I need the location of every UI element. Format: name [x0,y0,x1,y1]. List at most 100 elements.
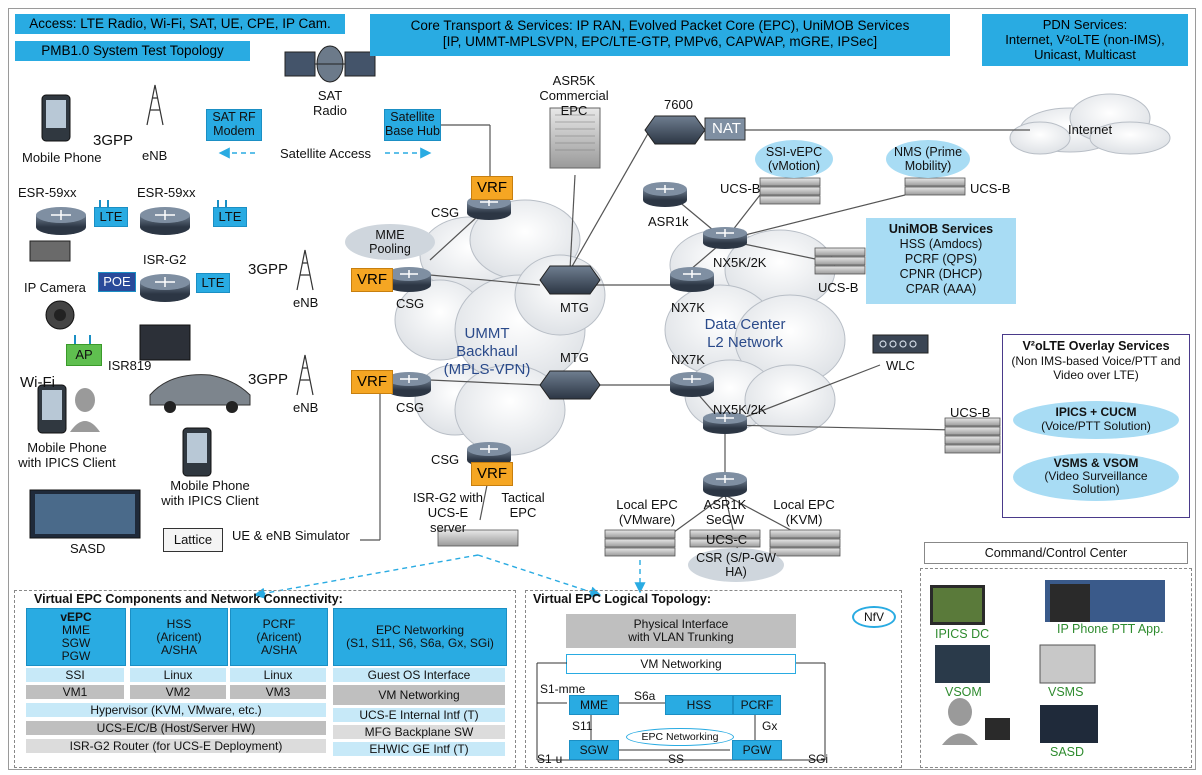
vm3-cell: VM3 [230,685,326,699]
server-racks [437,177,1001,557]
mobile-phone-label: Mobile Phone [22,150,102,165]
pdn-banner: PDN Services: Internet, V²oLTE (non-IMS)… [982,14,1188,66]
epc-networking-oval: EPC Networking [626,728,734,746]
linux-cell-1: Linux [130,668,226,682]
vepc-components-panel [14,590,516,768]
lte-box-3: LTE [196,273,230,293]
ap-box: AP [66,344,102,366]
unimob-item: PCRF (QPS) [904,252,978,266]
logical-hss: HSS [665,695,733,715]
csg-label-2: CSG [396,296,425,311]
ipics-ellipse: IPICS + CUCM (Voice/PTT Solution) [1013,401,1179,439]
lte-box-1: LTE [94,207,128,227]
nfv-badge: NfV [852,606,896,628]
gx-label: Gx [762,719,778,733]
nx7k-label-1: NX7K [671,300,705,315]
command-center-title: Command/Control Center [924,542,1188,564]
satellite-icon [284,45,376,83]
sat-radio-label: SAT Radio [313,88,347,118]
ucs-b-label-4: UCS-B [950,405,991,420]
physical-interface-cell: Physical Interface with VLAN Trunking [566,614,796,648]
hss-line: (Aricent) [156,629,202,644]
r7600-label: 7600 [664,97,693,112]
mtg-label-2: MTG [560,350,589,365]
epc-networking-cell: EPC Networking (S1, S11, S6, S6a, Gx, SG… [333,608,507,666]
nms-label: NMS (Prime Mobility) [893,145,963,173]
csr-label: CSR (S/P-GW HA) [696,551,776,579]
satellite-base-hub-box: Satellite Base Hub [384,109,441,141]
vepc-line: PGW [61,649,91,663]
vrf-box-3: VRF [351,370,393,394]
nx5k2k-label-2: NX5K/2K [713,402,767,417]
isr-router-cell: ISR-G2 Router (for UCS-E Deployment) [26,739,326,753]
ucs-b-label-3: UCS-B [818,280,859,295]
ehwic-cell: EHWIC GE Intf (T) [333,742,505,756]
s11-label: S11 [572,719,593,733]
ip-phone-label: IP Phone PTT App. [1057,622,1164,636]
ucse-internal-cell: UCS-E Internal Intf (T) [333,708,505,722]
unimob-item: HSS (Amdocs) [899,237,983,251]
data-center-label: Data Center L2 Network [704,316,786,351]
data-center-cloud [664,229,846,436]
ssi-vepc-label: SSI-vEPC (vMotion) [765,145,823,173]
vm2-cell: VM2 [130,685,226,699]
vm-networking-cell: VM Networking [333,685,505,705]
vsms-cmd-label: VSMS [1048,685,1084,699]
esr-label-2: ESR-59xx [137,185,196,200]
ucse-host-cell: UCS-E/C/B (Host/Server HW) [26,721,326,735]
pmb-banner: PMB1.0 System Test Topology [15,41,250,61]
logical-pgw: PGW [732,740,782,760]
sasd-label: SASD [70,541,106,556]
nms-ellipse: NMS (Prime Mobility) [886,140,970,178]
v2olte-panel: V²oLTE Overlay Services (Non IMS-based V… [1002,334,1190,518]
asr5k-label: ASR5K Commercial EPC [539,73,609,118]
asr1k-label: ASR1k [648,214,689,229]
command-center-thumbs [930,580,1165,745]
logical-topology-panel [525,590,902,768]
sgi-label: SGi [808,752,829,766]
ummt-backhaul-cloud [394,199,606,456]
vepc-cell: vEPC MME SGW PGW [26,608,126,666]
core-banner: Core Transport & Services: IP RAN, Evolv… [370,14,950,56]
threegpp-label-1: 3GPP [93,132,134,149]
ipics-label: IPICS + CUCM [1055,405,1137,419]
s1u-label: S1-u [537,752,563,766]
unimob-box: UniMOB Services HSS (Amdocs) PCRF (QPS) … [866,218,1016,304]
diagram-frame [8,8,1196,770]
isr-g2-ucse-label: ISR-G2 with UCS-E server [412,490,484,535]
core-banner-line2: [IP, UMMT-MPLSVPN, EPC/LTE-GTP, PMPv6, C… [442,34,878,49]
epc-net-line: EPC Networking [375,623,465,637]
vrf-box-1: VRF [471,176,513,200]
vsms-sub: (Video Surveillance Solution) [1044,469,1148,496]
vsom-label: VSOM [945,685,982,699]
unimob-item: CPNR (DHCP) [899,267,983,281]
enb-label-1: eNB [142,148,168,163]
vrf-box-4: VRF [471,462,513,486]
vepc-line: SGW [61,636,91,650]
vepc-line: MME [62,623,90,637]
mobile-phone-ipics-label-1: Mobile Phone with IPICS Client [18,440,116,470]
asr5k-chassis [549,107,601,169]
csg-label-1: CSG [431,205,460,220]
pdn-banner-line3: Unicast, Multicast [1034,47,1136,62]
epc-net-line: (S1, S11, S6, S6a, Gx, SGi) [346,636,494,650]
vepc-panel-title: Virtual EPC Components and Network Conne… [34,592,343,606]
threegpp-label-3: 3GPP [248,371,289,388]
mtg-label-1: MTG [560,300,589,315]
ssi-vepc-ellipse: SSI-vEPC (vMotion) [755,140,833,178]
vsms-label: VSMS & VSOM [1053,456,1139,470]
vepc-line: vEPC [60,610,92,624]
wifi-label: Wi-Fi [20,374,55,391]
core-banner-line1: Core Transport & Services: IP RAN, Evolv… [410,18,910,33]
local-epc-vmware-label: Local EPC (VMware) [616,497,678,527]
ss-label: SS [668,752,685,766]
mobile-phone-ipics-label-2: Mobile Phone with IPICS Client [161,478,259,508]
satellite-access-label: Satellite Access [280,146,372,161]
internet-label: Internet [1068,122,1113,137]
lattice-box: Lattice [163,528,223,552]
mme-pooling-ellipse: MME Pooling [345,224,435,260]
lte-box-2: LTE [213,207,247,227]
nx5k2k-label-1: NX5K/2K [713,255,767,270]
isr-g2-label: ISR-G2 [143,252,187,267]
